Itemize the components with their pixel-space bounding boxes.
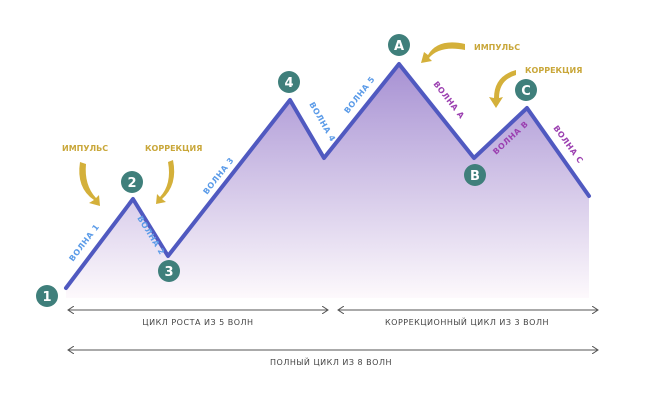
svg-text:A: A <box>394 39 404 54</box>
svg-text:3: 3 <box>164 265 173 280</box>
wave-line <box>64 62 591 290</box>
svg-text:2: 2 <box>127 176 136 191</box>
correction-arrow-right-icon <box>489 70 516 108</box>
growth-cycle-label: ЦИКЛ РОСТА ИЗ 5 ВОЛН <box>142 318 253 327</box>
svg-text:4: 4 <box>284 76 293 91</box>
svg-text:B: B <box>470 169 480 184</box>
impulse-arrow-left-icon <box>79 162 100 206</box>
point-b: B <box>464 164 486 186</box>
svg-text:1: 1 <box>42 290 51 305</box>
point-2: 2 <box>121 171 143 193</box>
impulse-arrow-right-icon <box>421 42 465 63</box>
correction-label-left: КОРРЕКЦИЯ <box>145 144 202 153</box>
correction-arrow-left-icon <box>156 160 175 204</box>
impulse-label-right: ИМПУЛЬС <box>474 43 520 52</box>
correction-label-right: КОРРЕКЦИЯ <box>525 66 582 75</box>
impulse-label-left: ИМПУЛЬС <box>62 144 108 153</box>
correction-cycle-label: КОРРЕКЦИОННЫЙ ЦИКЛ ИЗ 3 ВОЛН <box>385 316 549 327</box>
svg-text:C: C <box>521 84 531 99</box>
point-3: 3 <box>158 260 180 282</box>
full-cycle-label: ПОЛНЫЙ ЦИКЛ ИЗ 8 ВОЛН <box>270 356 392 367</box>
wave-area-fill <box>66 64 589 298</box>
point-c: C <box>515 79 537 101</box>
point-4: 4 <box>278 71 300 93</box>
point-1: 1 <box>36 285 58 307</box>
point-a: A <box>388 34 410 56</box>
